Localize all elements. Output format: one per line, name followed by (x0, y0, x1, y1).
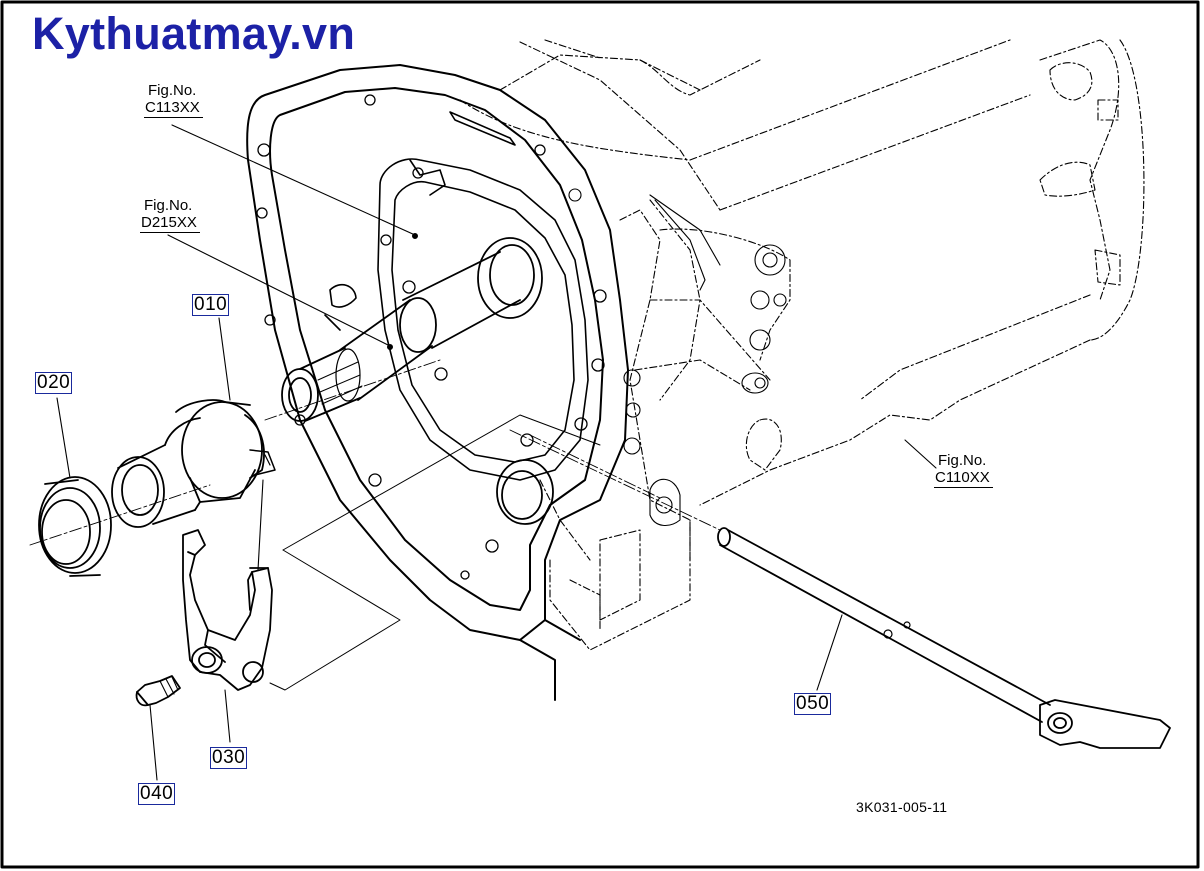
part-label-050: 050 (794, 693, 832, 715)
brand-logo[interactable]: Kythuatmay.vn (32, 8, 356, 59)
fig-ref-code: C113XX (144, 99, 203, 118)
oil-seal (38, 476, 112, 577)
part-label-020: 020 (35, 372, 73, 394)
cover-bolt-holes (256, 94, 607, 580)
cover-lower-port (496, 459, 554, 525)
leader-lines (56, 124, 937, 781)
part-label-010: 010 (192, 294, 230, 316)
shift-sleeve (111, 399, 276, 528)
leader-dot (412, 233, 418, 239)
fig-ref-code: C110XX (934, 469, 993, 488)
input-shaft (281, 237, 543, 422)
cover-opening (324, 158, 589, 481)
fig-ref-c110: Fig.No. C110XX (934, 452, 993, 488)
fig-ref-code: D215XX (140, 214, 200, 233)
shift-rod (717, 527, 1171, 749)
housing-bosses (568, 188, 787, 526)
front-cover (246, 64, 629, 701)
fig-ref-d215: Fig.No. D215XX (140, 197, 200, 233)
part-label-040: 040 (138, 783, 176, 805)
fig-ref-label: Fig.No. (144, 197, 193, 214)
leader-dot (387, 344, 393, 350)
fig-ref-label: Fig.No. (938, 452, 987, 469)
cover-top-slot (449, 111, 516, 146)
part-label-030: 030 (210, 747, 248, 769)
fig-ref-label: Fig.No. (148, 82, 197, 99)
fig-ref-c113: Fig.No. C113XX (144, 82, 203, 118)
housing-dashed-outline (459, 39, 1145, 651)
alignment-frame (269, 414, 601, 691)
set-screw (135, 675, 181, 707)
drawing-number: 3K031-005-11 (856, 799, 948, 815)
center-lines (29, 359, 721, 546)
shift-fork (182, 529, 273, 691)
